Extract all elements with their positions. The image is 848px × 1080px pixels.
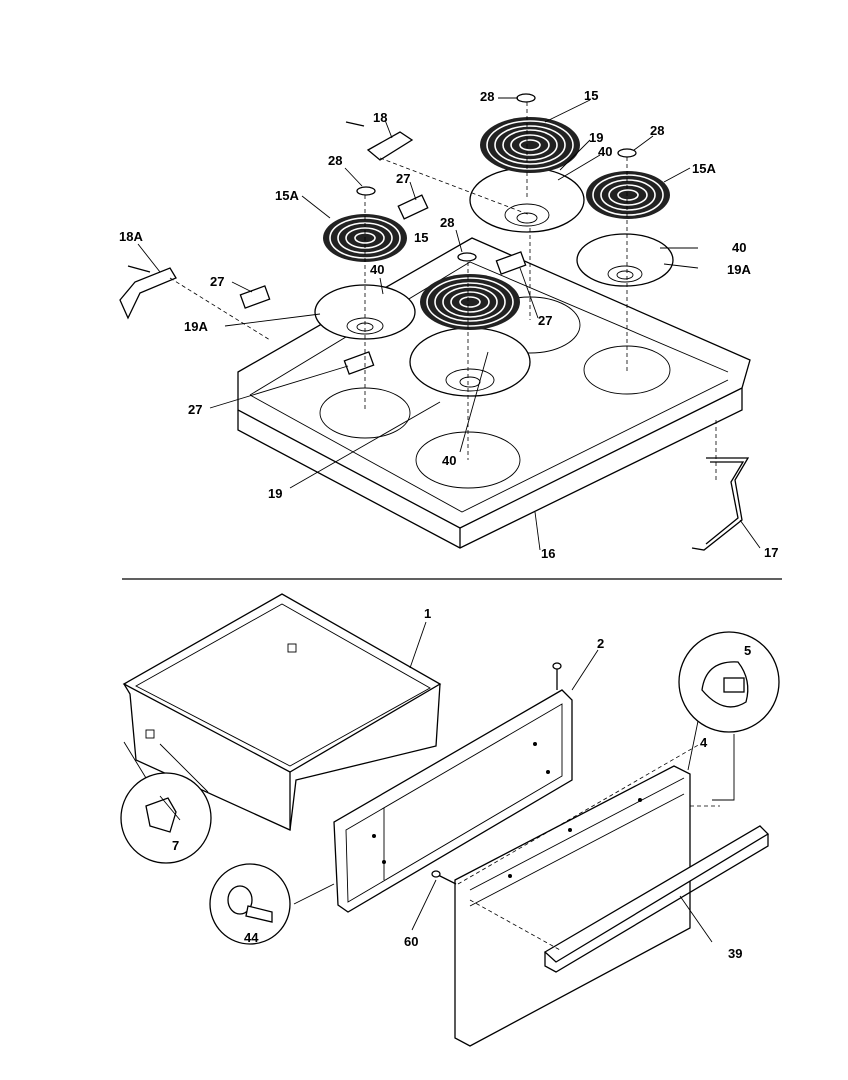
drip-bowl-19-rear	[469, 167, 585, 233]
label-28: 28	[650, 123, 664, 138]
label-16: 16	[541, 546, 555, 561]
trim-28-d	[457, 252, 477, 262]
label-27: 27	[188, 402, 202, 417]
label-27: 27	[396, 171, 410, 186]
label-19A: 19A	[727, 262, 751, 277]
label-15: 15	[584, 88, 598, 103]
label-2: 2	[597, 636, 604, 651]
label-28: 28	[328, 153, 342, 168]
drawer-front-4	[454, 765, 691, 1047]
receptacle-27-c	[495, 251, 527, 275]
receptacle-27-b	[239, 285, 271, 309]
label-40: 40	[370, 262, 384, 277]
drawer-panel-2	[333, 689, 573, 913]
label-28: 28	[440, 215, 454, 230]
label-40: 40	[732, 240, 746, 255]
label-18: 18	[373, 110, 387, 125]
label-1: 1	[424, 606, 431, 621]
label-28: 28	[480, 89, 494, 104]
element-15-rear	[480, 117, 580, 173]
drawer-body-1	[122, 593, 442, 773]
trim-28-b	[617, 148, 637, 158]
label-17: 17	[764, 545, 778, 560]
drip-bowl-19-front	[409, 327, 531, 397]
label-4: 4	[700, 735, 708, 750]
drip-bowl-19A-right	[576, 233, 674, 287]
label-19: 19	[589, 130, 603, 145]
label-40: 40	[598, 144, 612, 159]
trim-28-c	[356, 186, 376, 196]
label-15: 15	[414, 230, 428, 245]
bracket-18A	[119, 267, 177, 320]
receptacle-27-d	[343, 351, 375, 375]
label-40: 40	[442, 453, 456, 468]
bracket-18	[366, 131, 414, 161]
label-27: 27	[538, 313, 552, 328]
trim-28-a	[516, 93, 536, 103]
rod-17	[691, 457, 750, 551]
label-19: 19	[268, 486, 282, 501]
label-7: 7	[172, 838, 179, 853]
receptacle-27-a	[397, 194, 429, 220]
part-labels: 28 15 18 19 40 28 28 27 15A 15A 18A 27 4…	[119, 88, 778, 961]
label-19A: 19A	[184, 319, 208, 334]
element-15A-right	[586, 171, 670, 219]
label-44: 44	[244, 930, 259, 945]
label-5: 5	[744, 643, 751, 658]
label-15A: 15A	[692, 161, 716, 176]
element-15-front	[420, 274, 520, 330]
label-27: 27	[210, 274, 224, 289]
label-60: 60	[404, 934, 418, 949]
cooktop-assembly	[119, 93, 761, 551]
label-39: 39	[728, 946, 742, 961]
label-15A: 15A	[275, 188, 299, 203]
drawer-assembly	[120, 593, 780, 1047]
label-18A: 18A	[119, 229, 143, 244]
